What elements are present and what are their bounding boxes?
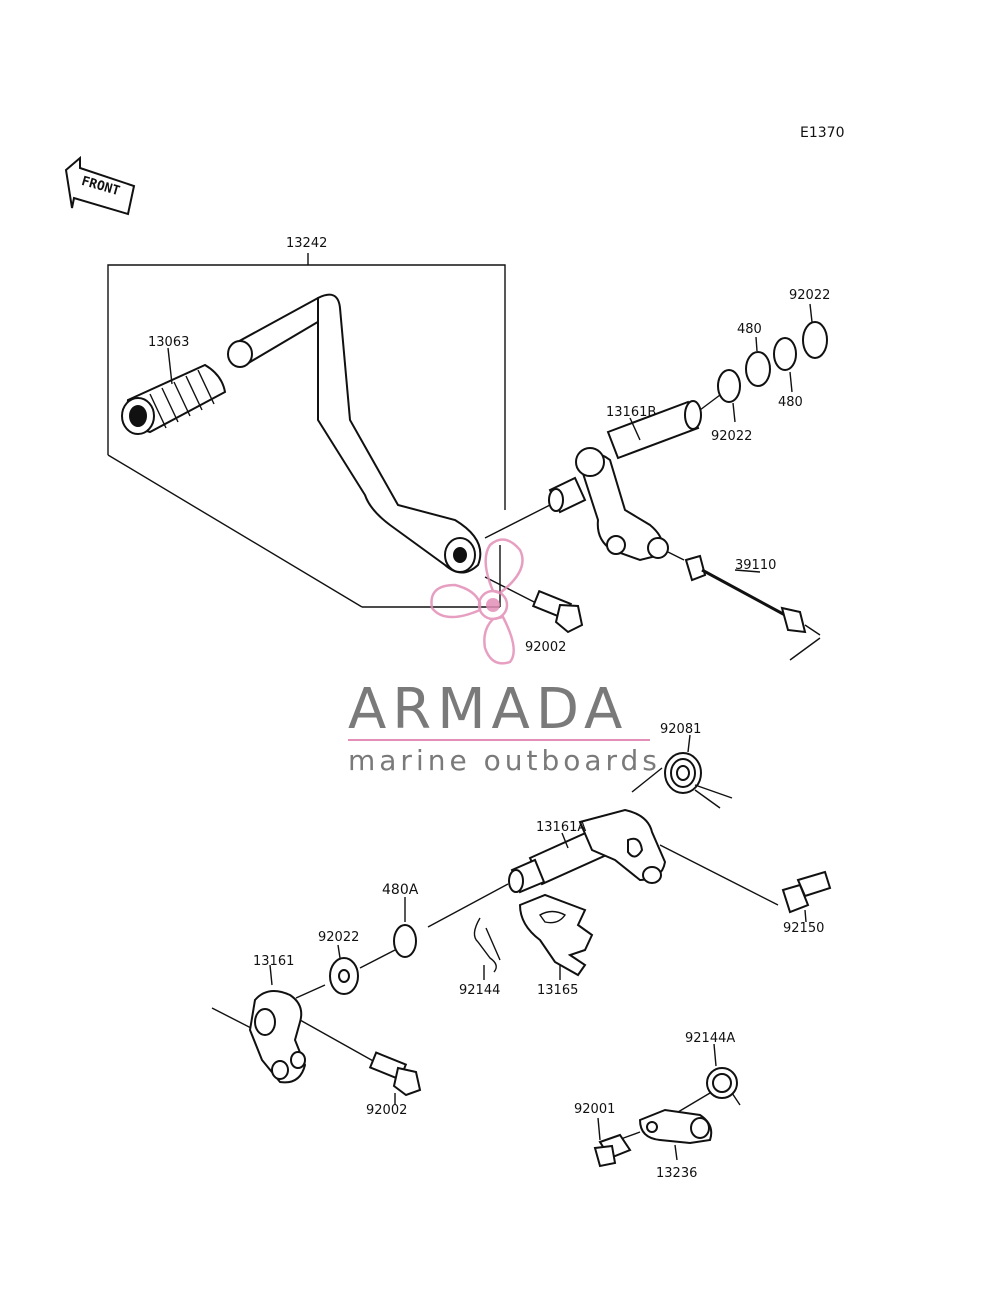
part-label-92081[interactable]: 92081: [660, 722, 701, 737]
part-label-13161B[interactable]: 13161B: [606, 405, 656, 420]
footpeg-rubber-part: [121, 347, 227, 435]
part-label-92001[interactable]: 92001: [574, 1102, 615, 1117]
part-label-92002-lower[interactable]: 92002: [366, 1103, 407, 1118]
bolt-92001-part: [593, 1133, 632, 1168]
shift-lever-13161-part: [211, 990, 307, 1084]
part-label-13161A[interactable]: 13161A: [536, 820, 586, 835]
washer-92022-outer: [802, 321, 828, 359]
armada-logo-icon: [430, 538, 524, 665]
shift-pedal-lever-part: [227, 293, 482, 574]
plate-13165-part: [518, 893, 594, 977]
part-label-480-b[interactable]: 480: [778, 395, 803, 410]
diagram-code: E1370: [800, 125, 844, 141]
plate-13236-part: [638, 1108, 713, 1145]
part-label-92022-lower[interactable]: 92022: [318, 930, 359, 945]
lever-bolt-part: [368, 1051, 422, 1097]
part-label-92150[interactable]: 92150: [783, 921, 824, 936]
part-label-92144A[interactable]: 92144A: [685, 1031, 735, 1046]
part-label-92002-top[interactable]: 92002: [525, 640, 566, 655]
stopper-bolt-part: [781, 870, 832, 914]
shift-shaft-13161B-part: [548, 400, 702, 562]
part-label-480A[interactable]: 480A: [382, 882, 419, 898]
washer-480-b: [773, 337, 797, 371]
spring-92144A-part: [706, 1067, 741, 1106]
tie-rod-part: [667, 551, 821, 661]
washer-480-a: [745, 351, 771, 387]
pedal-bolt-part: [484, 576, 584, 634]
part-label-92022-top[interactable]: 92022: [789, 288, 830, 303]
front-arrow-icon: FRONT: [64, 155, 136, 216]
brand-name: ARMADA: [348, 677, 628, 742]
part-label-39110[interactable]: 39110: [735, 558, 776, 573]
part-label-92144[interactable]: 92144: [459, 983, 500, 998]
part-label-92022-mid[interactable]: 92022: [711, 429, 752, 444]
part-label-13236[interactable]: 13236: [656, 1166, 697, 1181]
return-spring-part: [664, 752, 733, 809]
part-label-13242[interactable]: 13242: [286, 236, 327, 251]
pin-92144-part: [473, 917, 501, 973]
circlip-480A-part: [393, 924, 417, 958]
shift-shaft-13161A-part: [508, 808, 667, 894]
part-label-13063[interactable]: 13063: [148, 335, 189, 350]
part-label-480-a[interactable]: 480: [737, 322, 762, 337]
brand-tagline: marine outboards: [348, 744, 661, 777]
part-label-13161[interactable]: 13161: [253, 954, 294, 969]
part-label-13165[interactable]: 13165: [537, 983, 578, 998]
washer-92022-inner: [717, 369, 741, 403]
